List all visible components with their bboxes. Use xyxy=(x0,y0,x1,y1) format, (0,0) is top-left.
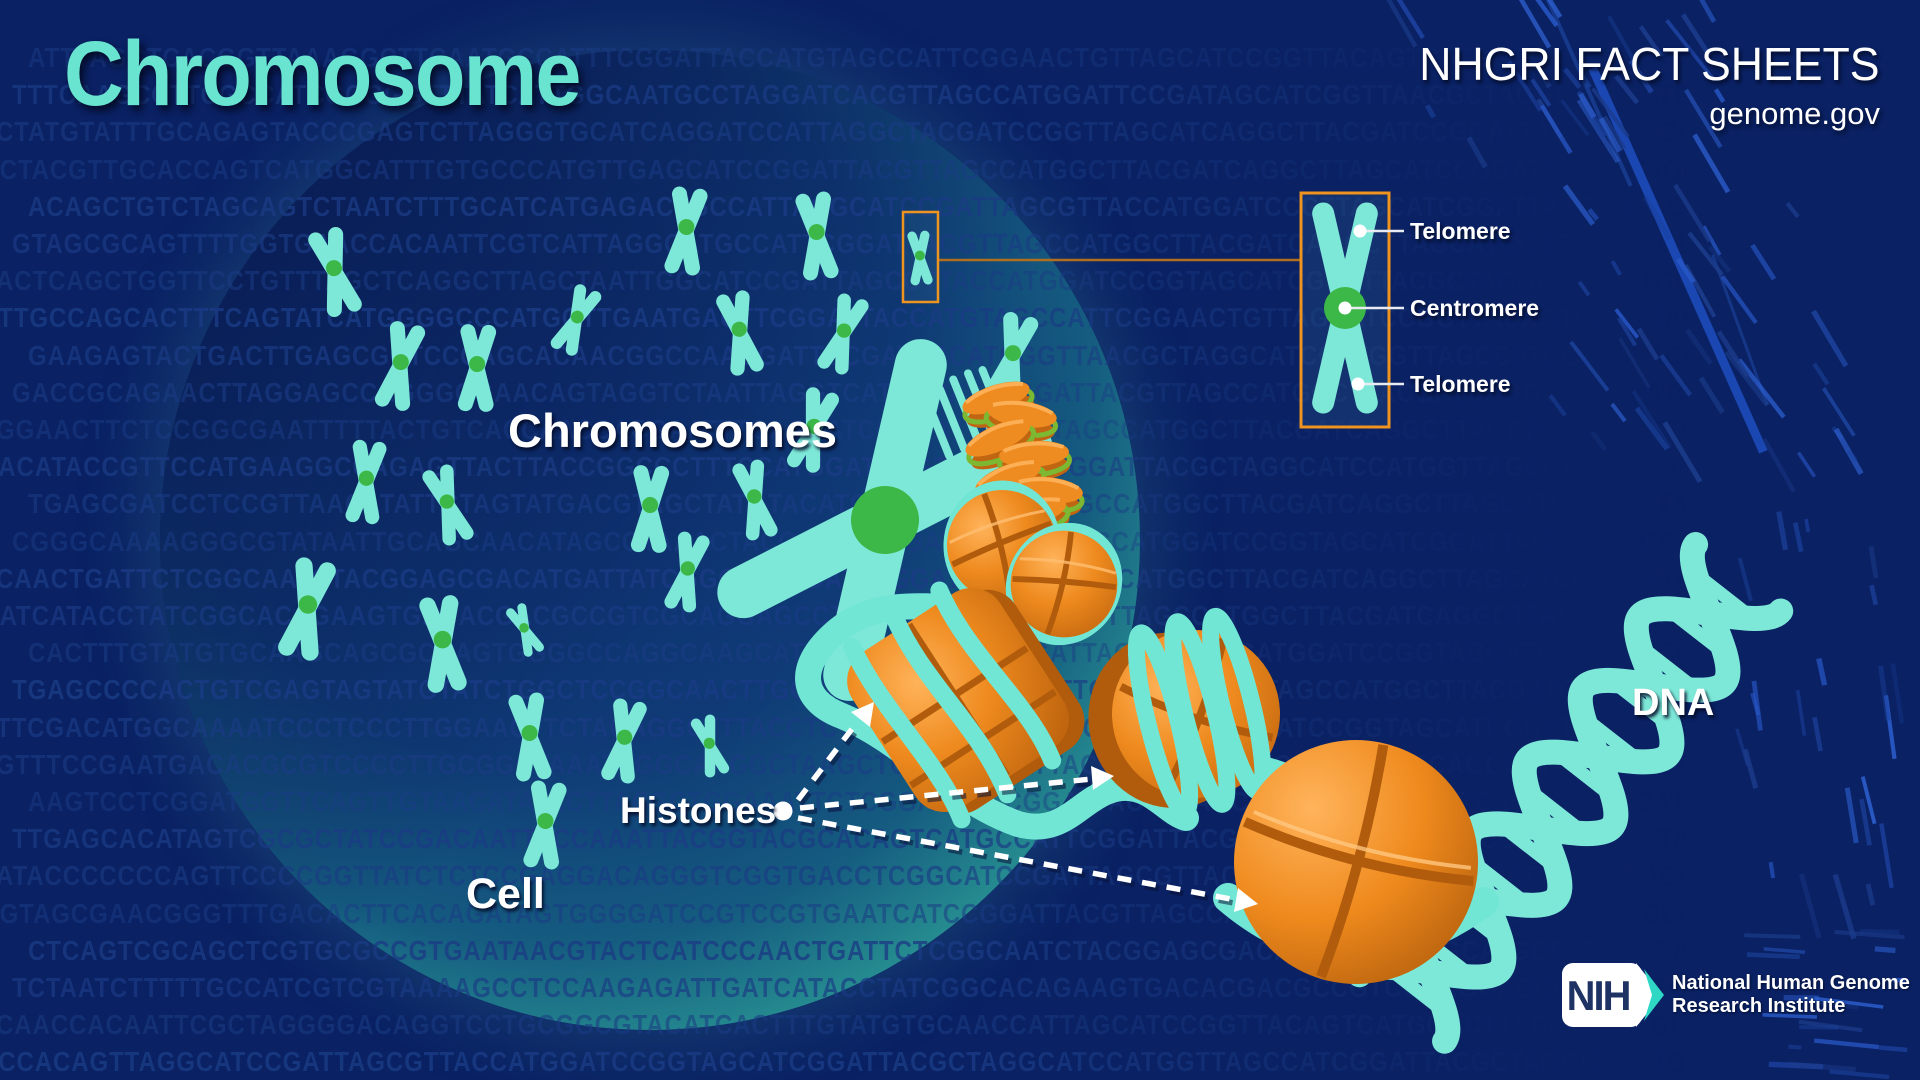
nih-logo: NIH xyxy=(1562,963,1664,1027)
dna-sequence-row: ACAGCTGTCTAGCAGTCTAATCTTTGCATCATGAGACTGC… xyxy=(28,190,1920,222)
institute-name: National Human Genome Research Institute xyxy=(1672,972,1910,1018)
chromosome-icon xyxy=(813,289,873,379)
chromosome-icon xyxy=(416,592,470,696)
chromosome-icon xyxy=(729,456,781,544)
chromosome-icon xyxy=(418,460,478,550)
chromosome-icon xyxy=(628,463,672,555)
dna-sequence-row: CTCAGTCGCAGCTCGTGCGCCGTGAATAACGTACTCATCC… xyxy=(28,934,1920,966)
chromosome-icon xyxy=(712,287,768,379)
centromere-label: Centromere xyxy=(1410,295,1540,321)
dna-sequence-row: ATTTAGGTCACGGTTAAAGGCTTCAATGCCATTTCGGATT… xyxy=(28,42,1920,73)
histone-ball xyxy=(1213,740,1499,984)
chromosome-icon xyxy=(342,437,390,527)
chevron-icon xyxy=(1644,969,1664,1021)
telomere-top-label: Telomere xyxy=(1410,218,1511,244)
callout-leader-lines xyxy=(1347,229,1404,386)
histone-stack xyxy=(843,581,1085,829)
histone-nucleosome xyxy=(1088,607,1280,821)
chromosome-icon xyxy=(503,600,547,660)
dna-sequence-row: ACTCAGCTGGTTCCTGTTTAGCTCAGGCTTAGCTAATTGG… xyxy=(0,265,1920,297)
chromosome-icon xyxy=(455,322,499,414)
histones-label: Histones xyxy=(620,790,777,831)
chromosome-icon xyxy=(274,553,340,665)
dna-sequence-row: ATACCCCCCCAGTTCCCCGGTTATCTCTCCGAGGACAGGG… xyxy=(0,860,1920,892)
cell-label: Cell xyxy=(466,870,545,918)
histones-arrows xyxy=(773,702,1258,912)
page-title: Chromosome xyxy=(64,23,581,125)
dna-sequence-row: GGTAGCGAACGGGTTTGACACTTCACAGATAGTGGGGATC… xyxy=(0,897,1920,929)
chromosome-icon xyxy=(688,711,732,781)
callout-leader-dots xyxy=(1338,224,1367,391)
zoom-callout xyxy=(901,191,1404,429)
chromosome-icon xyxy=(520,777,570,873)
chromosomes-label: Chromosomes xyxy=(508,404,838,457)
telomere-bottom-label: Telomere xyxy=(1410,371,1511,397)
chromosome-icon xyxy=(661,528,713,616)
chromosome-icon xyxy=(661,183,711,279)
site-url: genome.gov xyxy=(1709,96,1880,131)
dna-sequence-row: GCTACGTTGCACCAGTCATGGCATTTGTGCCCATGTTGAG… xyxy=(0,153,1920,185)
centromere-dot xyxy=(851,486,919,554)
institute-name-line2: Research Institute xyxy=(1672,995,1846,1017)
nih-acronym: NIH xyxy=(1567,972,1630,1019)
decorative-dashes xyxy=(1386,0,1908,1080)
chromosome-icon xyxy=(546,280,606,360)
chromosome-icon xyxy=(371,317,429,415)
dna-sequence-row: GAAGAGTACTGACTTGAGCGCTCCCAGCACAACGGCCAAG… xyxy=(28,339,1920,371)
chromosome-icon xyxy=(304,223,366,321)
chromosome-icon xyxy=(598,695,650,787)
institute-name-line1: National Human Genome xyxy=(1672,972,1910,994)
histones-anchor-dot xyxy=(773,801,793,821)
dna-sequence-row: CTTGCCAGCACTTTCAGTATCATGGGGCCCATGGTTGAAT… xyxy=(0,302,1920,334)
dna-sequence-row: ACCACAGTTAGGCATCCGATTAGCGTTACCATGGATCCGG… xyxy=(0,1046,1920,1078)
dna-label: DNA xyxy=(1632,682,1715,724)
fact-sheet-program: NHGRI FACT SHEETS xyxy=(1419,38,1880,90)
chromosome-icon xyxy=(792,188,842,284)
chromosome-icon xyxy=(505,689,555,785)
